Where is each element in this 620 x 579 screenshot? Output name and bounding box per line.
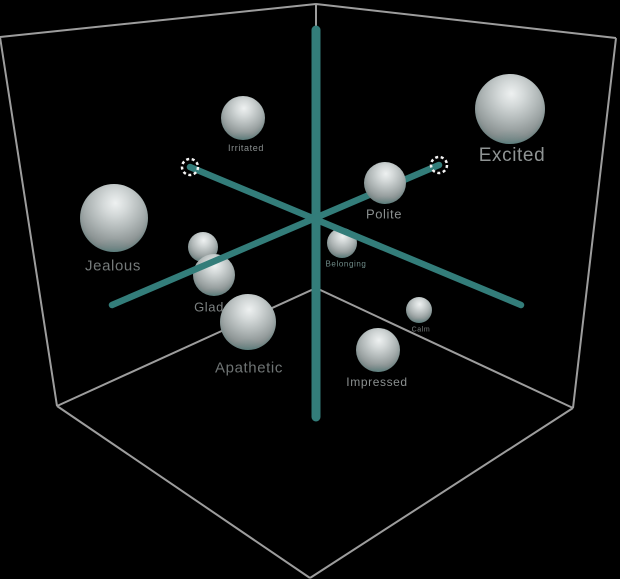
point-label-excited: Excited bbox=[478, 145, 546, 166]
sphere-excited[interactable] bbox=[475, 74, 545, 144]
axis-end-ring-right bbox=[429, 155, 449, 175]
axis-end-ring-left bbox=[180, 157, 200, 177]
point-label-jealous: Jealous bbox=[85, 257, 141, 275]
sphere-jealous[interactable] bbox=[80, 184, 148, 252]
sphere-belonging[interactable] bbox=[327, 228, 357, 258]
point-label-glad: Glad bbox=[194, 299, 224, 315]
point-label-apathetic: Apathetic bbox=[215, 359, 283, 377]
point-label-calm: Calm bbox=[411, 326, 431, 334]
point-label-belonging: Belonging bbox=[325, 259, 367, 269]
point-label-polite: Polite bbox=[365, 206, 403, 222]
sphere-polite[interactable] bbox=[364, 162, 406, 204]
sphere-calm[interactable] bbox=[406, 297, 432, 323]
sphere-irritated[interactable] bbox=[221, 96, 265, 140]
point-label-impressed: Impressed bbox=[346, 375, 408, 389]
sphere-glad[interactable] bbox=[193, 254, 235, 296]
sphere-impressed[interactable] bbox=[356, 328, 400, 372]
sphere-apathetic[interactable] bbox=[220, 294, 276, 350]
point-label-irritated: Irritated bbox=[228, 143, 264, 153]
